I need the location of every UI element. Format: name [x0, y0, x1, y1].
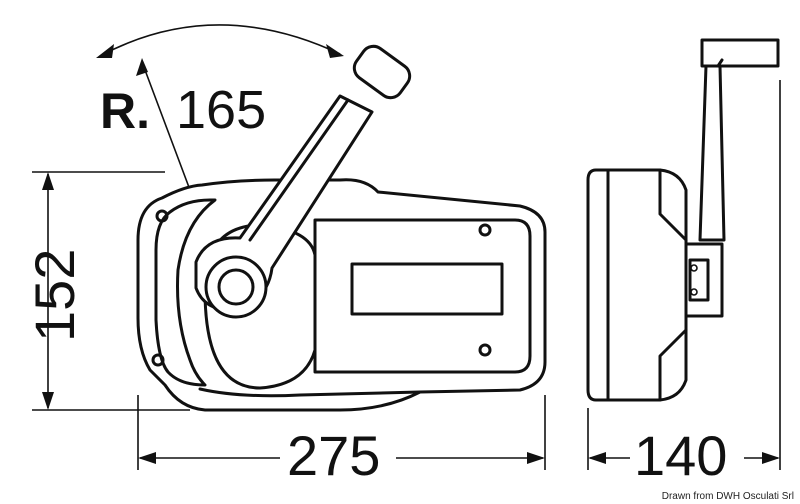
panel-screw [478, 343, 492, 357]
panel-screw [478, 223, 492, 237]
width-dimension [137, 395, 546, 470]
cap-screw [151, 353, 165, 367]
label-plate [350, 262, 504, 316]
swing-arc [96, 24, 344, 58]
height-dimension [32, 171, 190, 411]
depth-dimension [587, 80, 781, 470]
front-view [96, 24, 547, 412]
hub-inner [217, 268, 255, 306]
width-label: 275 [287, 424, 380, 487]
height-label: 152 [23, 249, 86, 342]
radius-value-label: 165 [176, 80, 266, 140]
cover-panel [313, 218, 532, 374]
radius-leader [136, 58, 191, 191]
housing-cap-inner [154, 198, 217, 387]
depth-label: 140 [634, 424, 727, 487]
side-coupling [684, 242, 724, 318]
cap-screw [155, 209, 169, 223]
side-lever-shaft [698, 64, 726, 242]
side-view [586, 38, 780, 402]
side-handle-bar [700, 38, 780, 68]
lever-knob [352, 44, 412, 100]
radius-prefix-label: R. [100, 83, 150, 139]
side-housing [586, 168, 688, 402]
credit-text: Drawn from DWH Osculati Srl [661, 491, 794, 502]
